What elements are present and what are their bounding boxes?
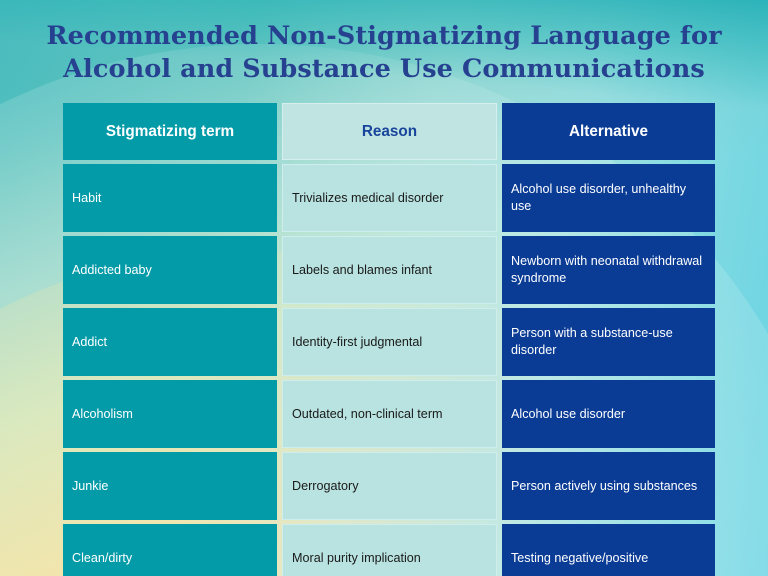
cell-reason-text: Outdated, non-clinical term xyxy=(292,406,443,421)
cell-reason: Outdated, non-clinical term xyxy=(282,380,497,448)
cell-alternative: Newborn with neonatal withdrawal syndrom… xyxy=(502,236,715,304)
cell-stigmatizing-term: Clean/dirty xyxy=(63,524,277,576)
page-title-line-2: Alcohol and Substance Use Communications xyxy=(63,54,705,84)
comparison-table: Stigmatizing term Reason Alternative Hab… xyxy=(63,103,715,576)
cell-stigmatizing-term-text: Addict xyxy=(72,334,108,349)
table-header-row: Stigmatizing term Reason Alternative xyxy=(63,103,715,160)
page-title: Recommended Non-Stigmatizing Language fo… xyxy=(0,20,768,86)
cell-stigmatizing-term-text: Junkie xyxy=(72,478,109,493)
cell-reason-text: Moral purity implication xyxy=(292,550,421,565)
cell-reason-text: Trivializes medical disorder xyxy=(292,190,444,205)
table-row: Junkie Derrogatory Person actively using… xyxy=(63,452,715,520)
cell-stigmatizing-term-text: Alcoholism xyxy=(72,406,133,421)
cell-reason-text: Derrogatory xyxy=(292,478,359,493)
cell-stigmatizing-term-text: Clean/dirty xyxy=(72,550,133,565)
table-row: Addicted baby Labels and blames infant N… xyxy=(63,236,715,304)
column-header-stigmatizing-term: Stigmatizing term xyxy=(63,103,277,160)
cell-stigmatizing-term: Habit xyxy=(63,164,277,232)
page-title-line-1: Recommended Non-Stigmatizing Language fo… xyxy=(46,21,722,51)
column-header-alternative: Alternative xyxy=(502,103,715,160)
cell-alternative: Alcohol use disorder xyxy=(502,380,715,448)
column-header-stigmatizing-term-label: Stigmatizing term xyxy=(105,123,235,140)
table-row: Habit Trivializes medical disorder Alcoh… xyxy=(63,164,715,232)
cell-reason: Moral purity implication xyxy=(282,524,497,576)
cell-alternative: Person with a substance-use disorder xyxy=(502,308,715,376)
cell-alternative: Person actively using substances xyxy=(502,452,715,520)
cell-reason-text: Identity-first judgmental xyxy=(292,334,423,349)
table-row: Addict Identity-first judgmental Person … xyxy=(63,308,715,376)
cell-reason: Identity-first judgmental xyxy=(282,308,497,376)
cell-alternative-text: Person with a substance-use disorder xyxy=(511,326,673,357)
table-row: Alcoholism Outdated, non-clinical term A… xyxy=(63,380,715,448)
cell-alternative: Alcohol use disorder, unhealthy use xyxy=(502,164,715,232)
cell-alternative-text: Testing negative/positive xyxy=(511,550,649,565)
cell-stigmatizing-term-text: Habit xyxy=(72,190,102,205)
cell-reason: Derrogatory xyxy=(282,452,497,520)
cell-alternative-text: Person actively using substances xyxy=(511,478,698,493)
cell-alternative-text: Alcohol use disorder xyxy=(511,406,626,421)
column-header-reason-label: Reason xyxy=(361,123,418,140)
cell-reason-text: Labels and blames infant xyxy=(292,262,433,277)
cell-stigmatizing-term-text: Addicted baby xyxy=(72,262,152,277)
cell-reason: Labels and blames infant xyxy=(282,236,497,304)
cell-stigmatizing-term: Addict xyxy=(63,308,277,376)
cell-reason: Trivializes medical disorder xyxy=(282,164,497,232)
cell-stigmatizing-term: Addicted baby xyxy=(63,236,277,304)
cell-alternative-text: Newborn with neonatal withdrawal syndrom… xyxy=(511,254,703,285)
cell-alternative: Testing negative/positive xyxy=(502,524,715,576)
cell-stigmatizing-term: Junkie xyxy=(63,452,277,520)
column-header-reason: Reason xyxy=(282,103,497,160)
cell-stigmatizing-term: Alcoholism xyxy=(63,380,277,448)
column-header-alternative-label: Alternative xyxy=(568,123,649,140)
table-row: Clean/dirty Moral purity implication Tes… xyxy=(63,524,715,576)
cell-alternative-text: Alcohol use disorder, unhealthy use xyxy=(511,182,687,213)
